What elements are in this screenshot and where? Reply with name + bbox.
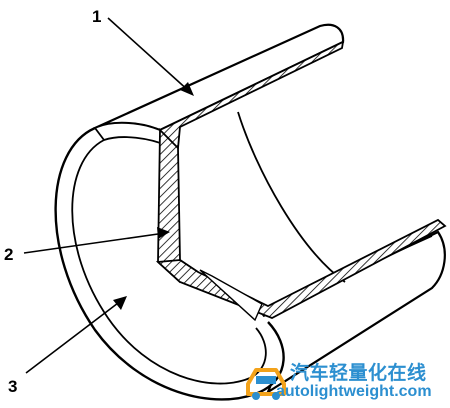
callout-2: 2 [4,245,13,264]
section-core-outline [199,269,263,322]
leader-line-1 [107,17,191,93]
watermark: 汽车轻量化在线 autolightweight.com [242,356,448,406]
callout-1: 1 [92,7,101,26]
leader-arrow-1 [180,82,194,96]
watermark-url: autolightweight.com [276,383,432,400]
car-logo-icon [246,368,286,400]
callout-3: 3 [8,377,17,396]
leader-line-2 [23,232,166,254]
leader-line-3 [25,299,123,374]
inner-back-curve [237,111,346,283]
watermark-name: 汽车轻量化在线 [290,362,427,384]
leader-arrow-3 [113,296,127,310]
leader-arrow-2 [157,227,170,239]
front-ring-inner [71,139,267,385]
